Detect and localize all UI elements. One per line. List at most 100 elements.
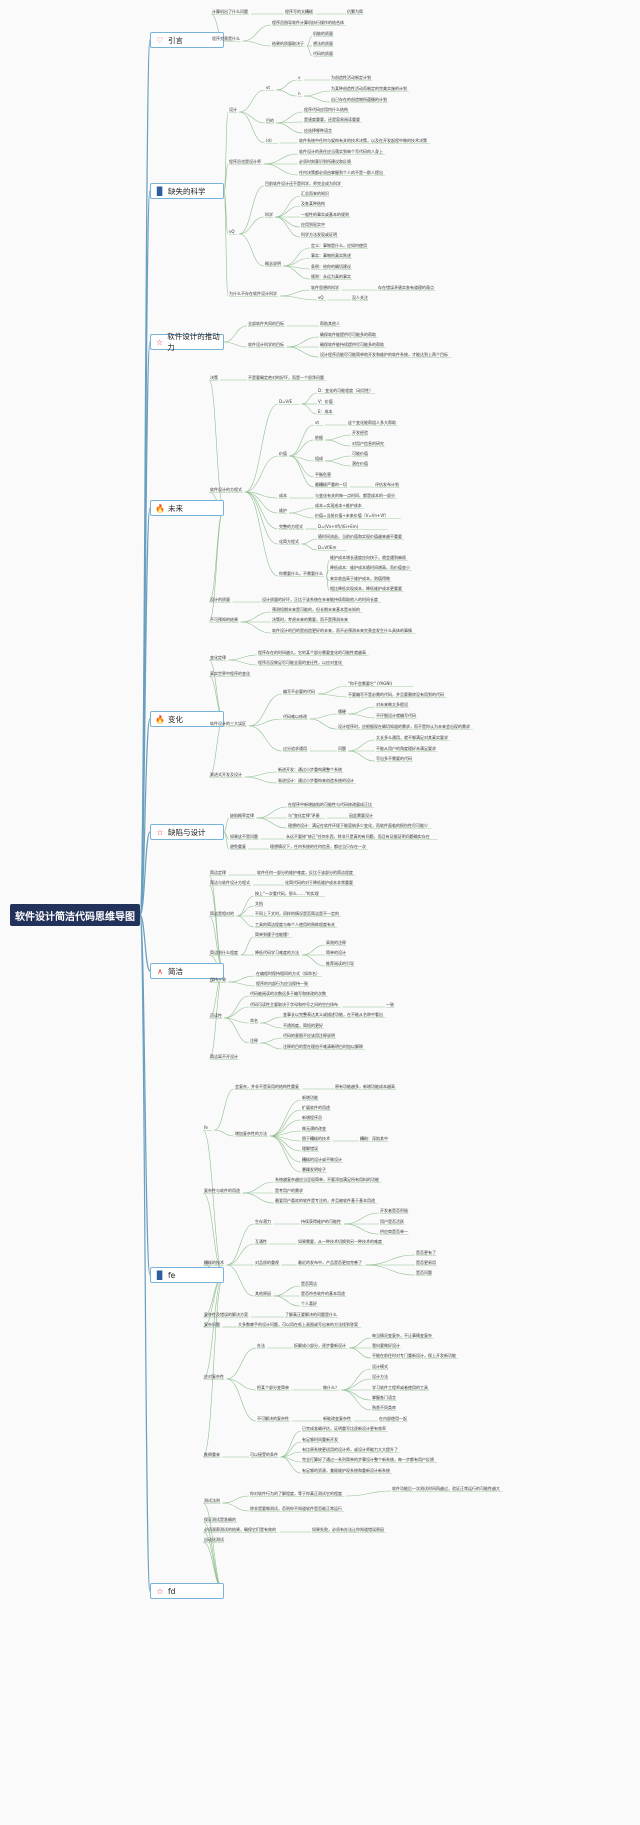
link-line [139,914,151,972]
link-line [301,543,318,551]
link-line [260,1037,283,1044]
topic-node: 程序写的太糟糕 [285,9,313,14]
link-line [260,1016,283,1024]
link-line [242,40,272,47]
topic-node: 确保软件能提供尽可能多的帮助 [320,332,376,337]
link-line [289,455,315,488]
topic-node: 对未来做太多假设 [376,702,408,707]
topic-node: 除非是要做测试，否则你不知道软件是否能正常运行 [250,1506,342,1511]
link-line [208,718,225,778]
topic-node: 目的 [266,118,274,123]
topic-node: 价值=当前价值+未来价值（V=Vn+Vf） [315,513,389,518]
topic-node: 新进开发：通过小步重构建整个系统 [278,767,342,772]
topic-node: 复杂性及错误的解决方案 [204,1312,248,1317]
link-line [341,1389,372,1401]
topic-node: 一般性的事实或基本的规则 [301,212,349,217]
topic-node: 平衡危害 [315,472,331,477]
topic-node: n [298,91,301,96]
link-line [236,905,255,917]
topic-node: 扩展软件的用途 [302,1105,330,1110]
topic-node: 来实收益高于维护成本，则值得做 [330,576,390,581]
topic-node: 对用户信息的研究 [352,441,384,446]
branch-topic: 🔥变化 [150,711,224,727]
topic-node: 问题 [338,746,346,751]
topic-node: vQ [318,295,324,300]
link-line [348,706,376,715]
topic-node: 一致 [386,1002,394,1007]
topic-node: 帮助其他人 [320,321,340,326]
topic-node: 因此需要设计 [349,813,373,818]
topic-node: 用户是否活跃 [380,1219,404,1224]
link-line [302,954,326,967]
topic-node: 设计方法 [372,1374,388,1379]
topic-node: 代码的质量 [313,51,333,56]
link-line [139,914,151,1276]
topic-node: vt [266,85,270,90]
topic-node: 应对复杂性 [204,1374,224,1379]
link-line [304,95,331,103]
link-line [240,611,272,623]
link-line [263,153,299,165]
topic-node: 决策时，考虑未来的需要，而不是预测未来 [272,617,348,622]
topic-node: 计算机出了什么问题 [212,9,248,14]
link-line [348,750,376,762]
topic-node: 代码被阅读的次数远多于编写和修改的次数 [250,991,326,996]
link-line [223,341,248,348]
link-line [365,1254,416,1266]
topic-node: 程序究竟是什么 [212,36,240,41]
topic-node: 熟悉不同类库 [372,1405,396,1410]
link-line [325,455,352,462]
topic-node: 维护成本增长速度应向快于，就会遇到麻烦 [330,555,406,560]
link-line [273,1295,301,1307]
topic-node: 原有功能越多，新增功能成本越高 [335,1084,395,1089]
topic-node: 事实：事物的真实陈述 [311,253,351,258]
topic-node: v [298,75,301,80]
branch-label: 引言 [168,35,183,45]
link-line [223,190,229,297]
topic-node: 简单到傻子也能懂！ [255,932,291,937]
topic-node: 其他原因 [255,1291,271,1296]
topic-node: 是否更有了 [416,1250,436,1255]
link-line [269,1135,302,1163]
link-line [301,538,318,545]
topic-node: 保证测试是准确的 [204,1517,236,1522]
branch-label: 缺陷与设计 [168,827,206,837]
link-line [289,507,315,514]
topic-node: 简洁到什么程度 [210,950,238,955]
link-line [222,1495,250,1504]
link-line [202,1129,225,1276]
link-line [302,944,326,956]
topic-node: 变化定律 [210,655,226,660]
topic-node: 确保软件能持续提供尽可能多的帮助 [320,342,384,347]
branch-topic: ▉fe [150,1267,224,1283]
link-line [226,1243,255,1266]
topic-node: 有比原系统更适用的设计师，或设计师能力大大提升了 [302,1447,398,1452]
link-line [260,1022,283,1029]
topic-node: 软件设计的方程式 [210,487,242,492]
link-line [289,455,315,478]
topic-node: 与变化有关的每一点时间、都是成本的一部分 [315,493,395,498]
link-line [325,439,352,447]
topic-node: 不同上下文时，同样的情况是否简洁是不一定的 [255,911,339,916]
topic-node: D=V/E [279,399,293,404]
topic-node: 最爱用户喜欢的软件是专注的，并且被软件基于基本用途 [275,1198,375,1203]
topic-node: 决策 [210,375,218,380]
topic-node: 不可预知的结果 [210,617,238,622]
topic-node: 成本=实现成本+维护成本 [315,503,362,508]
branch-label: fd [168,1586,176,1596]
link-line [273,1285,301,1297]
link-line [248,718,283,727]
topic-node: 目前软件设计还不是科学，师完全成为科学 [265,181,341,186]
link-line [239,216,265,235]
topic-node: 过分追求通用 [283,746,307,751]
topic-node: 程序的内部行为应当保持一致 [256,981,308,986]
link-line [309,713,338,720]
root-topic: 软件设计简洁代码思维导图 [10,904,140,926]
link-line [309,718,338,730]
topic-node: 简洁是相对的 [210,911,234,916]
topic-node: 相比降低实现成本，降低维护成本更重要 [330,586,402,591]
link-line [280,1441,302,1458]
topic-node: 僵硬 [338,709,346,714]
topic-node: 做无谓的改变 [302,1126,326,1131]
topic-node: 已完成准确评估，证明重写比逐新设计更有效率 [302,1426,386,1431]
